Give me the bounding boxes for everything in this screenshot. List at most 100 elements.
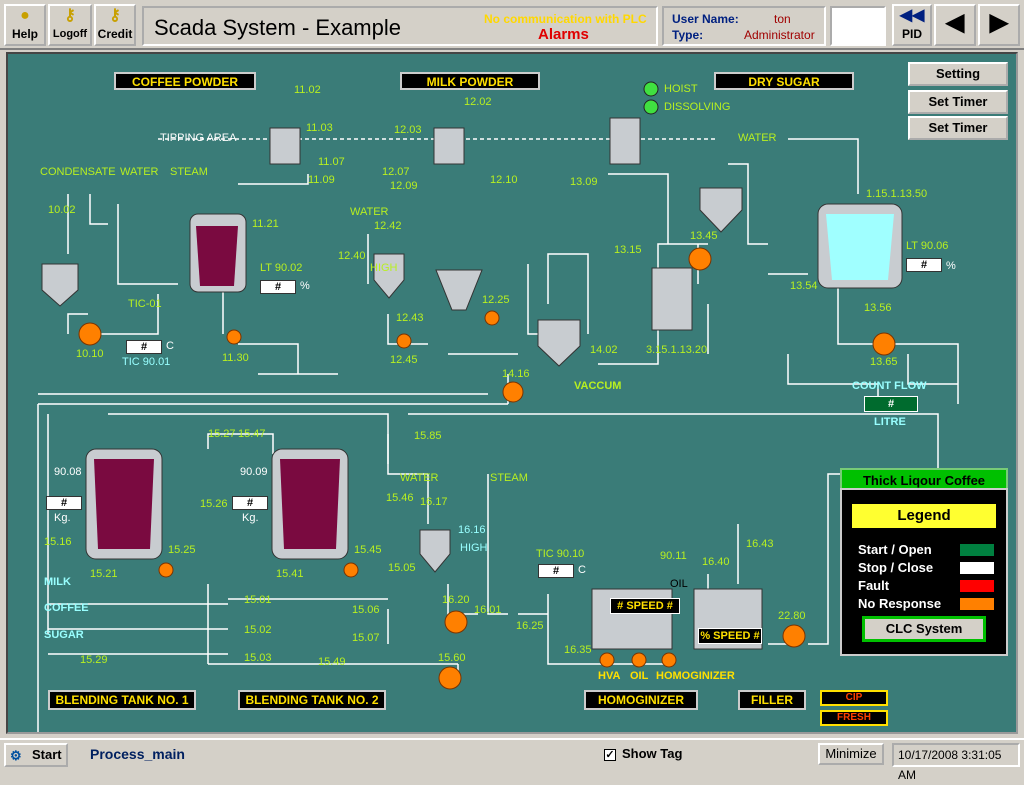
sugar-label: SUGAR — [44, 629, 84, 641]
steam-label-2: STEAM — [490, 472, 528, 484]
legend-panel: Legend Start / Open Stop / Close Fault N… — [840, 488, 1008, 656]
tag-16-43: 16.43 — [746, 538, 774, 550]
high-label-1: HIGH — [370, 262, 398, 274]
arrow-right-icon: ▶ — [989, 9, 1009, 36]
milk-powder-panel: MILK POWDER — [400, 72, 540, 90]
help-icon: ● — [20, 7, 30, 24]
lt9006-unit: % — [946, 260, 956, 272]
steam-label-1: STEAM — [170, 166, 208, 178]
set-timer-button-1[interactable]: Set Timer — [908, 90, 1008, 114]
kg-label-1: Kg. — [54, 512, 71, 524]
tag-13-15: 13.15 — [614, 244, 642, 256]
lt9006-value: # — [906, 258, 942, 272]
status-lights — [643, 81, 659, 115]
logoff-button[interactable]: ⚷Logoff — [48, 4, 92, 46]
tipping-area-label: TIPPING AREA — [160, 132, 237, 144]
tag-16-25: 16.25 — [516, 620, 544, 632]
fresh-button[interactable]: FRESH — [820, 710, 888, 726]
pct-speed-display: % SPEED # — [698, 628, 762, 644]
status-display — [830, 6, 886, 46]
tag-22-80: 22.80 — [778, 610, 806, 622]
blending-tank-1-panel: BLENDING TANK NO. 1 — [48, 690, 196, 710]
top-toolbar: ●Help ⚷Logoff ⚷Credit Scada System - Exa… — [0, 0, 1024, 50]
tag-3-15-1-13-20: 3.15.1.13.20 — [646, 344, 708, 356]
tag-15-47: 15.47 — [238, 428, 266, 440]
tank1-weight: # — [46, 496, 82, 510]
tag-12-42: 12.42 — [374, 220, 402, 232]
oil-label: OIL — [670, 578, 688, 590]
homoginizer-panel: HOMOGINIZER — [584, 690, 698, 710]
tag-15-45: 15.45 — [354, 544, 382, 556]
comm-status: No communication with PLC — [484, 12, 647, 26]
set-timer-button-2[interactable]: Set Timer — [908, 116, 1008, 140]
tic9001-unit: C — [166, 340, 174, 352]
filler-panel: FILLER — [738, 690, 806, 710]
tag-16-40: 16.40 — [702, 556, 730, 568]
tag-15-02: 15.02 — [244, 624, 272, 636]
pid-button[interactable]: ◀◀PID — [892, 4, 932, 46]
tag-13-56: 13.56 — [864, 302, 892, 314]
homoginizer-pump-label: HOMOGINIZER — [656, 670, 735, 682]
minimize-button[interactable]: Minimize — [818, 743, 884, 765]
tag-90-09: 90.09 — [240, 466, 268, 478]
legend-fault-swatch — [960, 580, 994, 592]
vaccum-label: VACCUM — [574, 380, 622, 392]
hoist-label: HOIST — [664, 83, 698, 95]
title-panel: Scada System - Example No communication … — [142, 6, 658, 46]
tag-15-03: 15.03 — [244, 652, 272, 664]
count-flow-value: # — [864, 396, 918, 412]
legend-noresponse-swatch — [960, 598, 994, 610]
tank2-weight: # — [232, 496, 268, 510]
pumps — [78, 247, 896, 690]
blending-tank-2-panel: BLENDING TANK NO. 2 — [238, 690, 386, 710]
dry-sugar-panel: DRY SUGAR — [714, 72, 854, 90]
tag-12-40: 12.40 — [338, 250, 366, 262]
cip-button[interactable]: CIP — [820, 690, 888, 706]
tag-13-54: 13.54 — [790, 280, 818, 292]
thick-liqour-coffee-banner: Thick Liqour Coffee — [840, 468, 1008, 490]
tanks — [41, 117, 903, 650]
tag-10-10: 10.10 — [76, 348, 104, 360]
start-button[interactable]: ⚙ Start — [4, 743, 68, 767]
clc-system-button[interactable]: CLC System — [862, 616, 986, 642]
taskbar: ⚙ Start Process_main ✓Show Tag Minimize … — [0, 738, 1024, 782]
rewind-icon: ◀◀ — [899, 7, 925, 24]
legend-title: Legend — [852, 504, 996, 528]
start-icon: ⚙ — [10, 748, 22, 763]
show-tag-checkbox[interactable]: ✓Show Tag — [604, 746, 683, 761]
help-button[interactable]: ●Help — [4, 4, 46, 46]
legend-stop-swatch — [960, 562, 994, 574]
legend-noresponse-label: No Response — [858, 596, 942, 611]
tic9010-value: # — [538, 564, 574, 578]
legend-stop-label: Stop / Close — [858, 560, 934, 575]
tag-15-16: 15.16 — [44, 536, 72, 548]
water-label-4: WATER — [400, 472, 439, 484]
tag-lt-90-02: LT 90.02 — [260, 262, 303, 274]
tag-15-01: 15.01 — [244, 594, 272, 606]
setting-button[interactable]: Setting — [908, 62, 1008, 86]
app-title: Scada System - Example — [154, 15, 401, 40]
tag-16-20: 16.20 — [442, 594, 470, 606]
count-flow-label: COUNT FLOW — [852, 380, 927, 392]
prev-page-button[interactable]: ◀ — [934, 4, 976, 46]
tag-14-16: 14.16 — [502, 368, 530, 380]
legend-start-label: Start / Open — [858, 542, 932, 557]
tag-11-21: 11.21 — [252, 218, 279, 230]
next-page-button[interactable]: ▶ — [978, 4, 1020, 46]
tag-15-46: 15.46 — [386, 492, 414, 504]
user-name-value: ton — [774, 12, 791, 26]
alarms-link[interactable]: Alarms — [538, 26, 589, 43]
tag-15-29: 15.29 — [80, 654, 108, 666]
process-diagram-area: COFFEE POWDER MILK POWDER DRY SUGAR TIPP… — [6, 52, 1018, 734]
tic9001-value: # — [126, 340, 162, 354]
tag-lt-90-06: LT 90.06 — [906, 240, 949, 252]
tag-90-08: 90.08 — [54, 466, 82, 478]
tag-12-45: 12.45 — [390, 354, 418, 366]
tag-11-07: 11.07 — [318, 156, 345, 168]
credit-button[interactable]: ⚷Credit — [94, 4, 136, 46]
key-icon: ⚷ — [109, 7, 121, 24]
user-name-label: User Name: — [672, 12, 739, 26]
hva-label: HVA — [598, 670, 621, 682]
water-label-2: WATER — [350, 206, 389, 218]
tag-16-17: 16.17 — [420, 496, 448, 508]
